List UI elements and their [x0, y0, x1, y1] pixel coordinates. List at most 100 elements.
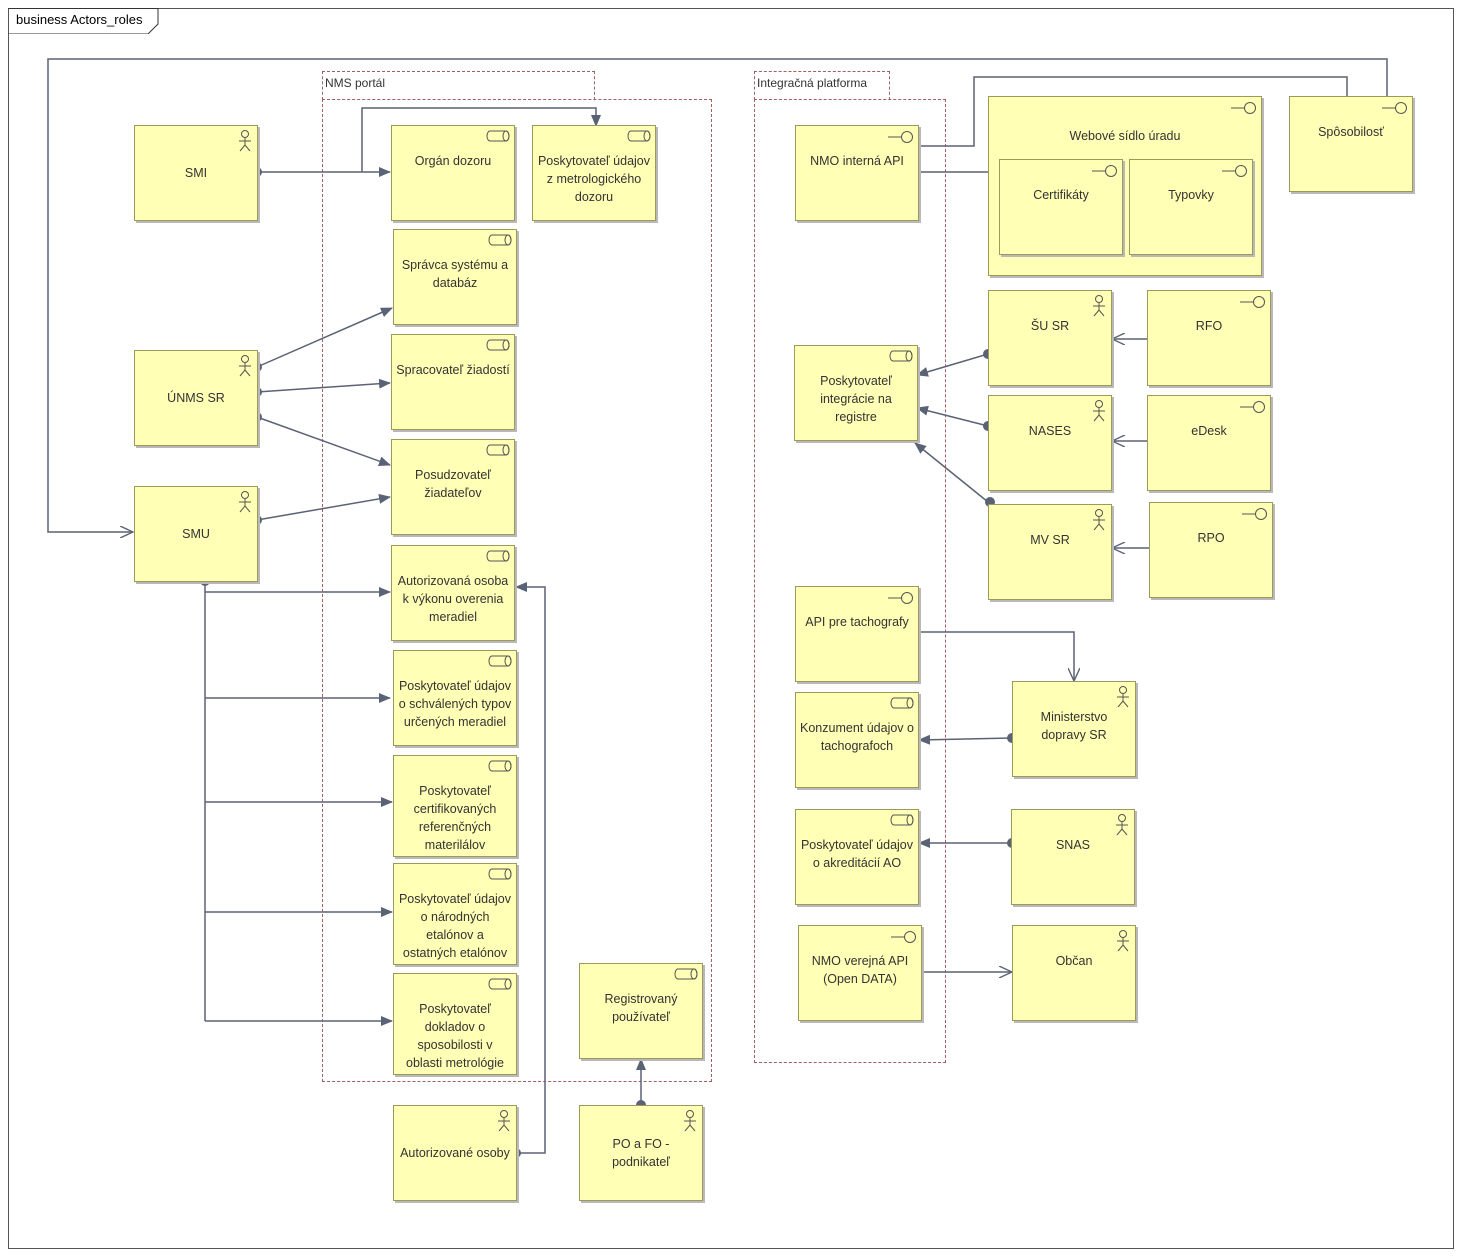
- role-icon: [890, 697, 914, 709]
- role-poskytovatel-integracie-label: Poskytovateľ integrácie na registre: [820, 374, 892, 424]
- actor-snas-label: SNAS: [1055, 838, 1091, 852]
- actor-icon: [1093, 400, 1105, 422]
- role-poskytovatel-materialov-label: Poskytovateľ certifikovaných referenčnýc…: [413, 784, 497, 852]
- actor-icon: [684, 1110, 696, 1132]
- line-api-ministerstvo: [917, 631, 1074, 681]
- role-icon: [486, 444, 510, 456]
- role-poskytovatel-metrologickeho-label: Poskytovateľ údajov z metrologického doz…: [537, 154, 651, 204]
- interface-typovky[interactable]: Typovky: [1129, 159, 1253, 255]
- actor-smu[interactable]: SMU: [134, 486, 258, 582]
- group-integracna-platforma: [754, 99, 946, 1063]
- line-nmo-interna-sposobilost: [918, 76, 1348, 147]
- interface-icon: [888, 131, 913, 143]
- actor-po-fo[interactable]: PO a FO - podnikateľ: [579, 1105, 703, 1201]
- actor-icon: [1093, 295, 1105, 317]
- role-konzument[interactable]: Konzument údajov o tachografoch: [795, 692, 919, 788]
- role-icon: [488, 978, 512, 990]
- role-autorizovana-osoba[interactable]: Autorizovaná osoba k výkonu overenia mer…: [391, 545, 515, 641]
- role-poskytovatel-metrologickeho[interactable]: Poskytovateľ údajov z metrologického doz…: [532, 125, 656, 221]
- interface-nmo-verejna-label: NMO verejná API (Open DATA): [811, 954, 909, 986]
- actor-snas[interactable]: SNAS: [1011, 809, 1135, 905]
- actor-unms-label: ÚNMS SR: [167, 391, 225, 405]
- actor-smi-label: SMI: [184, 166, 208, 180]
- role-poskytovatel-materialov[interactable]: Poskytovateľ certifikovaných referenčnýc…: [393, 755, 517, 857]
- interface-nmo-interna-label: NMO interná API: [810, 154, 904, 168]
- interface-typovky-label: Typovky: [1168, 188, 1214, 202]
- line-sposobilost-smu: [47, 58, 1388, 532]
- interface-api-tachografy[interactable]: API pre tachografy: [795, 586, 919, 682]
- diagram-frame: [8, 8, 1454, 1249]
- actor-autorizovane-osoby[interactable]: Autorizované osoby: [393, 1105, 517, 1201]
- actor-nases[interactable]: NASES: [988, 395, 1112, 491]
- actor-po-fo-label: PO a FO - podnikateľ: [612, 1137, 670, 1169]
- actor-smi[interactable]: SMI: [134, 125, 258, 221]
- actor-mv-sr[interactable]: MV SR: [988, 504, 1112, 600]
- actor-icon: [498, 1110, 510, 1132]
- actor-icon: [239, 355, 251, 377]
- role-poskytovatel-akreditacii[interactable]: Poskytovateľ údajov o akreditácií AO: [795, 809, 919, 905]
- role-poskytovatel-etalonov[interactable]: Poskytovateľ údajov o národných etalónov…: [393, 863, 517, 965]
- role-icon: [674, 968, 698, 980]
- actor-su-sr[interactable]: ŠU SR: [988, 290, 1112, 386]
- role-icon: [486, 130, 510, 142]
- actor-obcan-label: Občan: [1055, 954, 1093, 968]
- interface-edesk-label: eDesk: [1191, 424, 1227, 438]
- role-icon: [488, 234, 512, 246]
- diagram-title: business Actors_roles: [16, 12, 143, 27]
- actor-icon: [1117, 686, 1129, 708]
- role-poskytovatel-integracie[interactable]: Poskytovateľ integrácie na registre: [794, 345, 918, 441]
- actor-icon: [1117, 930, 1129, 952]
- role-icon: [486, 339, 510, 351]
- role-poskytovatel-typov[interactable]: Poskytovateľ údajov o schválených typov …: [393, 650, 517, 746]
- role-posudzovatel-label: Posudzovateľ žiadateľov: [415, 468, 491, 500]
- interface-rpo[interactable]: RPO: [1149, 502, 1273, 598]
- interface-nmo-verejna[interactable]: NMO verejná API (Open DATA): [798, 925, 922, 1021]
- role-spracovatel[interactable]: Spracovateľ žiadostí: [391, 334, 515, 430]
- role-spravca-label: Správca systému a databáz: [401, 258, 509, 290]
- actor-smu-label: SMU: [182, 527, 210, 541]
- actor-icon: [239, 491, 251, 513]
- role-poskytovatel-dokladov[interactable]: Poskytovateľ dokladov o sposobilosti v o…: [393, 973, 517, 1075]
- role-spravca[interactable]: Správca systému a databáz: [393, 229, 517, 325]
- actor-su-sr-label: ŠU SR: [1030, 319, 1070, 333]
- role-registrovany[interactable]: Registrovaný používateľ: [579, 963, 703, 1059]
- interface-icon: [1240, 401, 1265, 413]
- role-konzument-label: Konzument údajov o tachografoch: [800, 721, 914, 753]
- interface-icon: [1222, 165, 1247, 177]
- role-posudzovatel[interactable]: Posudzovateľ žiadateľov: [391, 439, 515, 535]
- group-label-integracna-platforma: Integračná platforma: [754, 71, 890, 100]
- interface-certifikaty-label: Certifikáty: [1033, 188, 1089, 202]
- interface-sposobilost-label: Spôsobilosť: [1318, 125, 1384, 139]
- role-poskytovatel-dokladov-label: Poskytovateľ dokladov o sposobilosti v o…: [406, 1002, 504, 1070]
- interface-icon: [1242, 508, 1267, 520]
- interface-icon: [1382, 102, 1407, 114]
- actor-autorizovane-osoby-label: Autorizované osoby: [400, 1146, 510, 1160]
- actor-unms[interactable]: ÚNMS SR: [134, 350, 258, 446]
- line-unms-spracovatel: [256, 378, 391, 393]
- actor-nases-label: NASES: [1028, 424, 1072, 438]
- interface-rfo[interactable]: RFO: [1147, 290, 1271, 386]
- actor-obcan[interactable]: Občan: [1012, 925, 1136, 1021]
- role-poskytovatel-etalonov-label: Poskytovateľ údajov o národných etalónov…: [398, 892, 512, 960]
- actor-ministerstvo[interactable]: Ministerstvo dopravy SR: [1012, 681, 1136, 777]
- role-autorizovana-osoba-label: Autorizovaná osoba k výkonu overenia mer…: [397, 574, 509, 624]
- role-organ-dozoru[interactable]: Orgán dozoru: [391, 125, 515, 221]
- role-organ-dozoru-label: Orgán dozoru: [414, 154, 492, 168]
- interface-webove-sidlo-label: Webové sídlo úradu: [1069, 129, 1181, 143]
- role-registrovany-label: Registrovaný používateľ: [604, 992, 678, 1024]
- diagram-title-tab: [8, 8, 159, 34]
- role-poskytovatel-typov-label: Poskytovateľ údajov o schválených typov …: [398, 679, 512, 729]
- actor-mv-sr-label: MV SR: [1030, 533, 1070, 547]
- interface-sposobilost[interactable]: Spôsobilosť: [1289, 96, 1413, 192]
- line-smu-posudzovatel: [256, 493, 391, 521]
- interface-edesk[interactable]: eDesk: [1147, 395, 1271, 491]
- interface-certifikaty[interactable]: Certifikáty: [999, 159, 1123, 255]
- line-unms-posudzovatel: [256, 416, 391, 466]
- line-unms-spravca: [256, 307, 393, 368]
- role-icon: [488, 655, 512, 667]
- interface-rfo-label: RFO: [1195, 319, 1223, 333]
- actor-icon: [239, 130, 251, 152]
- interface-nmo-interna[interactable]: NMO interná API: [795, 125, 919, 221]
- actor-icon: [1093, 509, 1105, 531]
